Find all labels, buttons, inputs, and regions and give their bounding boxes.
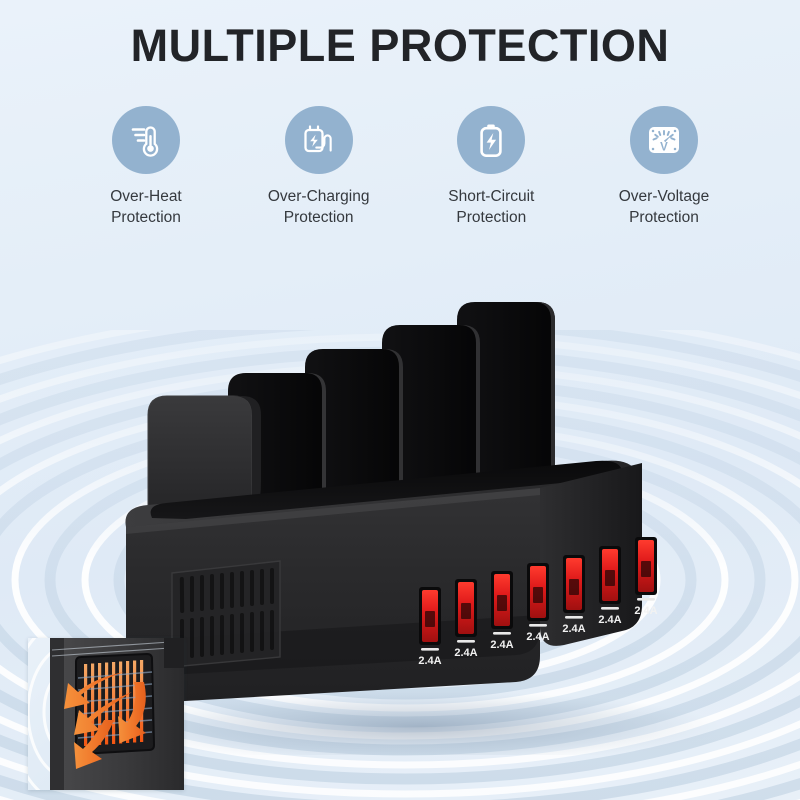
svg-text:V: V	[660, 141, 668, 153]
port-amp-label: 2.4A	[526, 631, 549, 643]
usb-port-3: 2.4A	[490, 571, 514, 651]
voltmeter-gauge-icon: V	[629, 106, 698, 174]
battery-charging-cable-icon	[284, 106, 353, 174]
page-title: MULTIPLE PROTECTION	[130, 20, 670, 71]
feature-label: Over-Charging Protection	[267, 188, 370, 226]
feature-label: Over-Heat Protection	[110, 188, 182, 226]
port-amp-label: 2.4A	[490, 639, 513, 651]
feature-item-over-voltage: V Over-Voltage Protection	[578, 106, 750, 228]
heat-flow-arrows	[64, 672, 146, 769]
feature-item-over-heat: Over-Heat Protection	[60, 106, 232, 228]
charging-station-product: 2.4A 2.4A 2.4A	[0, 275, 800, 755]
feature-label: Over-Voltage Protection	[618, 188, 710, 226]
port-amp-label: 2.4A	[634, 605, 657, 617]
battery-bolt-icon	[457, 106, 526, 174]
port-amp-label: 2.4A	[598, 614, 621, 626]
base-right-face	[540, 463, 642, 646]
usb-port-7: 2.4A	[634, 537, 658, 617]
usb-port-6: 2.4A	[598, 546, 622, 626]
usb-port-2: 2.4A	[454, 579, 478, 659]
usb-port-4: 2.4A	[526, 563, 550, 643]
usb-port-1: 2.4A	[418, 587, 442, 667]
usb-port-5: 2.4A	[562, 555, 586, 635]
feature-item-short-circuit: Short-Circuit Protection	[405, 106, 577, 228]
heat-dissipation-vent-closeup	[28, 638, 184, 790]
feature-label: Short-Circuit Protection	[448, 188, 535, 226]
usb-port-row: 2.4A 2.4A 2.4A	[418, 537, 658, 667]
port-amp-label: 2.4A	[418, 655, 441, 667]
feature-item-over-charging: Over-Charging Protection	[233, 106, 405, 228]
thermometer-heat-icon	[112, 106, 180, 174]
port-amp-label: 2.4A	[454, 647, 477, 659]
ventilation-grille	[171, 560, 281, 668]
port-amp-label: 2.4A	[562, 623, 585, 635]
feature-list: Over-Heat Protection Over-Charging Prote…	[60, 106, 750, 228]
base-cavity	[150, 460, 622, 519]
